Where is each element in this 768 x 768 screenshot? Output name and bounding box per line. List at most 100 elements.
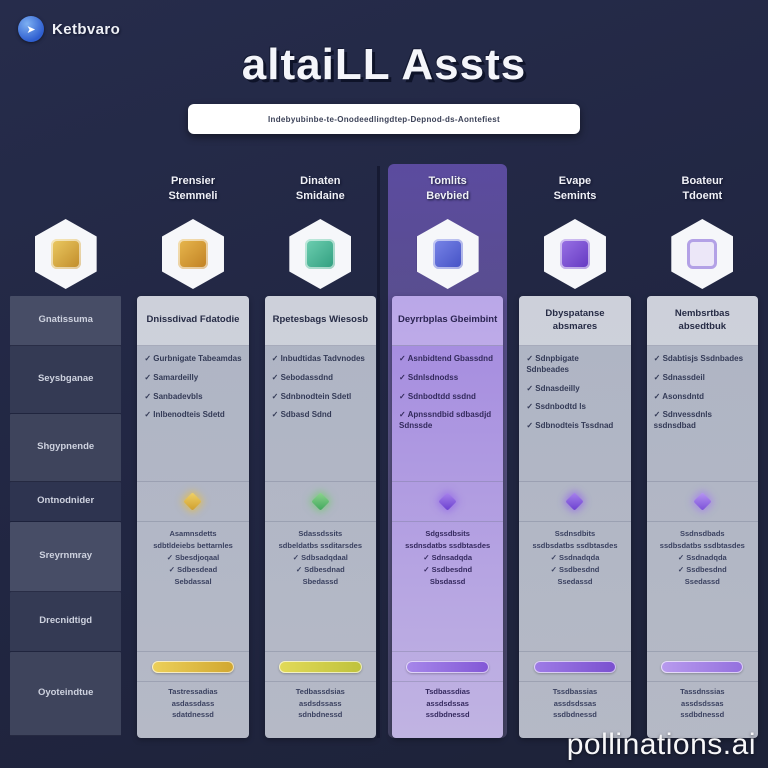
summary-block: Sdgssdbsits ssdnsdatbs ssdbtasdes ✓ Sdns… xyxy=(391,522,504,652)
row-label: Seysbganae xyxy=(10,346,122,414)
feature-item: ✓ Asnbidtend Gbassdnd xyxy=(398,354,493,363)
summary-line: Ssedassd xyxy=(684,577,720,586)
hexagon-badge xyxy=(416,219,479,289)
column-top-label: Evape Semints xyxy=(519,166,630,212)
feature-list: ✓ Asnbidtend Gbassdnd ✓ Sdnlsdnodss ✓ Sd… xyxy=(391,346,504,482)
summary-line: Sbedassd xyxy=(302,577,339,586)
card-header: Deyrrbplas Gbeimbint xyxy=(391,296,504,346)
row-label-column-spacer xyxy=(10,166,121,212)
footer-block: Tassdnssias assdsdssas ssdbdnessd xyxy=(647,682,758,738)
feature-item: ✓ Gurbnigate Tabeamdas xyxy=(144,354,242,363)
feature-item: ✓ Sebodassdnd xyxy=(271,372,334,382)
row-label: Sreyrnmray xyxy=(10,522,122,592)
cta-pill[interactable] xyxy=(661,660,744,673)
summary-line: Sbsdassd xyxy=(429,577,466,586)
footer-line: ssdbdnessd xyxy=(425,710,470,720)
summary-line: sdbtldeiebs bettarnles xyxy=(153,541,233,550)
feature-list: ✓ Gurbnigate Tabeamdas ✓ Samardeilly ✓ S… xyxy=(137,346,249,482)
plan-column-2-highlighted: Tomlits Bevbied Deyrrbplas Gbeimbint ✓ A… xyxy=(387,164,508,738)
column-top-label: Dinaten Smidaine xyxy=(265,166,376,212)
feature-item: ✓ Sdnbodtdd ssdnd xyxy=(398,391,476,401)
hex-badge xyxy=(519,212,630,296)
pill-row xyxy=(137,652,249,682)
feature-item: ✓ Asonsdntd xyxy=(653,391,705,401)
plan-column-4: Boateur Tdoemt Nembsrtbas absedtbuk ✓ Sd… xyxy=(646,166,758,738)
diamond-row xyxy=(264,482,376,522)
hex-badge xyxy=(10,212,121,296)
feature-item: ✓ Sdbnodteis Tssdnad xyxy=(526,421,614,431)
summary-line: Asamnsdetts xyxy=(169,529,217,538)
teal-cube-icon xyxy=(305,239,336,269)
column-top-label-line2: Stemmeli xyxy=(168,190,218,202)
hex-badge xyxy=(647,212,758,296)
footer-line: Tedbassdsias xyxy=(295,687,345,696)
card-header: Dnissdivad Fdatodie xyxy=(137,296,249,346)
cta-pill[interactable] xyxy=(406,660,489,673)
feature-item: ✓ Sdabtisjs Ssdnbades xyxy=(653,354,744,363)
summary-line: Sdgssdbsits xyxy=(425,529,470,538)
summary-line: ✓ Ssdnadqda xyxy=(677,553,727,562)
summary-line: Ssdnsdbads xyxy=(680,529,725,538)
summary-line: ssdbsdatbs ssdbtasdes xyxy=(659,541,745,550)
row-label: Gnatissuma xyxy=(10,296,122,346)
brand-logo-icon: ➤ xyxy=(18,16,44,42)
summary-line: Ssedassd xyxy=(557,577,593,586)
cta-pill[interactable] xyxy=(533,660,617,673)
feature-item: ✓ Sdnassdeil xyxy=(653,372,705,382)
footer-line: asdsdssass xyxy=(299,698,342,708)
plan-card: Rpetesbags Wiesosb ✓ Inbudtidas Tadvnode… xyxy=(264,296,376,738)
feature-item: ✓ Sanbadevbls xyxy=(144,391,203,401)
diamond-icon xyxy=(438,492,457,511)
feature-item: ✓ Apnssndbid sdbasdjd Sdnssde xyxy=(398,410,492,431)
column-top-label-line1: Boateur xyxy=(681,175,724,188)
search-input[interactable] xyxy=(195,114,573,124)
diamond-icon xyxy=(311,492,330,511)
hex-badge xyxy=(392,212,503,296)
footer-line: ssdbdnessd xyxy=(553,710,597,720)
cta-pill[interactable] xyxy=(279,660,362,673)
hexagon-badge xyxy=(34,219,97,289)
column-top-label-line1: Evape xyxy=(558,175,592,188)
feature-item: ✓ Samardeilly xyxy=(144,372,199,382)
footer-line: sdnbdnessd xyxy=(298,710,343,720)
plan-card: Dbyspatanse absmares ✓ Sdnpbigate Sdnbea… xyxy=(519,296,631,738)
cta-pill[interactable] xyxy=(151,660,235,673)
diamond-icon xyxy=(693,492,712,511)
summary-line: ✓ Ssdnadqda xyxy=(550,553,600,562)
plan-card: Nembsrtbas absedtbuk ✓ Sdabtisjs Ssdnbad… xyxy=(646,296,758,738)
plan-column-0: Prensier Stemmeli Dnissdivad Fdatodie ✓ … xyxy=(137,166,249,738)
diamond-row xyxy=(646,482,758,522)
gold-clipboard-icon xyxy=(50,239,81,269)
footer-block: Tastressadias asdassdass sdatdnessd xyxy=(137,682,248,738)
plan-column-1: Dinaten Smidaine Rpetesbags Wiesosb ✓ In… xyxy=(264,166,376,738)
summary-line: Ssdnsdbits xyxy=(554,529,596,538)
footer-line: sdatdnessd xyxy=(172,710,214,720)
watermark: pollinations.ai xyxy=(566,728,756,761)
summary-line: Sdassdssits xyxy=(298,529,343,538)
column-top-label-line1: Dinaten xyxy=(300,175,341,188)
feature-item: ✓ Sdnpbigate Sdnbeades xyxy=(526,354,579,374)
pill-row xyxy=(519,652,631,682)
row-label: Drecnidtigd xyxy=(10,592,122,652)
plan-card: Dnissdivad Fdatodie ✓ Gurbnigate Tabeamd… xyxy=(137,296,249,738)
footer-line: ssdbdnessd xyxy=(680,710,725,720)
feature-item: ✓ Ssdnbodtd ls xyxy=(526,402,586,412)
diamond-row xyxy=(391,482,504,522)
lavender-cube-icon xyxy=(687,239,718,269)
page-title: altaiLL Assts xyxy=(241,40,527,89)
summary-line: ssdnsdatbs ssdbtasdes xyxy=(405,541,491,550)
brand-name: Ketbvaro xyxy=(52,20,121,38)
column-top-label-line2: Bevbied xyxy=(426,190,470,202)
feature-item: ✓ Sdnvessdnls ssdnsdbad xyxy=(653,410,712,431)
row-label-column: Gnatissuma Seysbganae Shgypnende Ontnodn… xyxy=(10,166,122,738)
summary-line: ✓ Ssdbesdnd xyxy=(550,565,600,574)
column-top-label-line2: Semints xyxy=(553,190,597,202)
column-top-label-line1: Tomlits xyxy=(428,175,467,188)
feature-list: ✓ Sdabtisjs Ssdnbades ✓ Sdnassdeil ✓ Aso… xyxy=(646,346,758,482)
summary-line: ✓ Sdbsadqdaal xyxy=(292,553,348,562)
footer-block: Tedbassdsias asdsdssass sdnbdnessd xyxy=(265,682,376,738)
logo-glyph-icon: ➤ xyxy=(26,23,36,36)
hexagon-badge xyxy=(161,219,224,289)
pill-row xyxy=(264,652,376,682)
search-bar[interactable] xyxy=(188,104,580,134)
